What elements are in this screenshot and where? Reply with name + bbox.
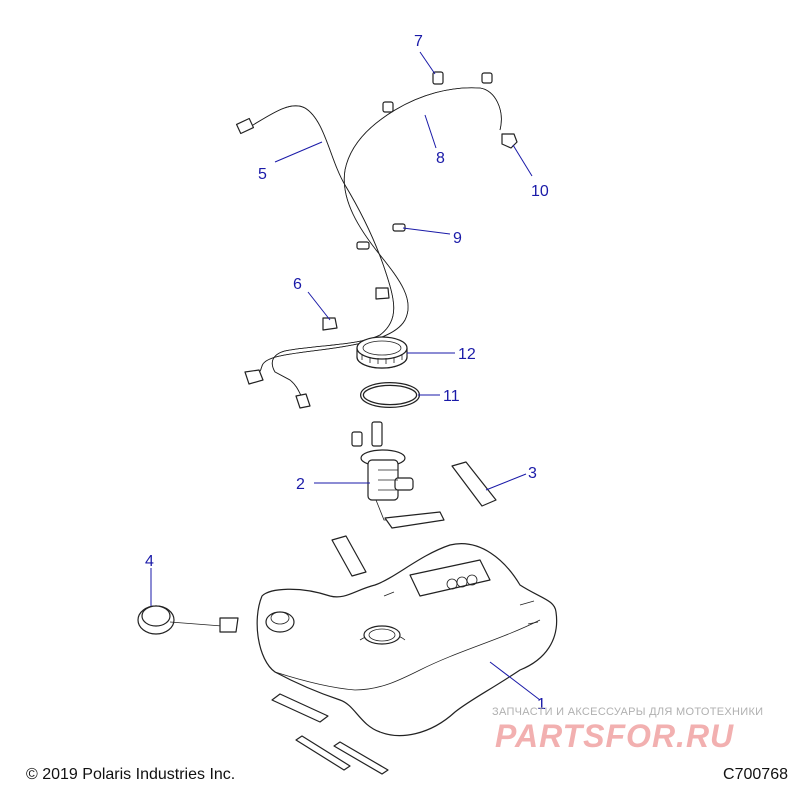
callout-6: 6 <box>293 276 302 293</box>
callout-labels: 1 2 3 4 5 6 7 8 9 10 11 12 <box>145 33 549 713</box>
pad-bottom-a <box>271 693 329 723</box>
callout-10: 10 <box>531 183 549 200</box>
fuel-line-5 <box>235 105 395 401</box>
callout-11: 11 <box>443 388 460 405</box>
callout-4: 4 <box>145 553 154 570</box>
figure-id: C700768 <box>723 766 788 783</box>
copyright-text: © 2019 Polaris Industries Inc. <box>26 766 236 783</box>
callout-9: 9 <box>453 230 462 247</box>
callout-5: 5 <box>258 166 267 183</box>
fuel-line-8 <box>249 87 502 381</box>
connector-9 <box>356 223 406 250</box>
pad-bottom-c <box>333 741 389 775</box>
fuel-pump-2 <box>351 421 445 529</box>
clip-7 <box>382 71 493 113</box>
leader-lines <box>150 51 541 701</box>
seal-11 <box>360 382 420 408</box>
callout-3: 3 <box>528 465 537 482</box>
watermark-tagline: ЗАПЧАСТИ И АКСЕССУАРЫ ДЛЯ МОТОТЕХНИКИ <box>492 706 764 718</box>
clip-6 <box>244 287 390 409</box>
clip-10 <box>501 133 518 149</box>
pad-3 <box>451 461 497 507</box>
callout-12: 12 <box>458 346 476 363</box>
callout-1: 1 <box>537 696 546 713</box>
pad-3b <box>331 535 367 577</box>
lock-ring-12 <box>356 336 408 369</box>
fuel-tank-1 <box>256 543 558 737</box>
callout-8: 8 <box>436 150 445 167</box>
watermark-logo: PARTSFOR.RU <box>495 718 735 754</box>
pad-bottom-b <box>295 735 351 771</box>
callout-7: 7 <box>414 33 423 50</box>
callout-2: 2 <box>296 476 305 493</box>
fuel-cap-4 <box>137 605 239 635</box>
